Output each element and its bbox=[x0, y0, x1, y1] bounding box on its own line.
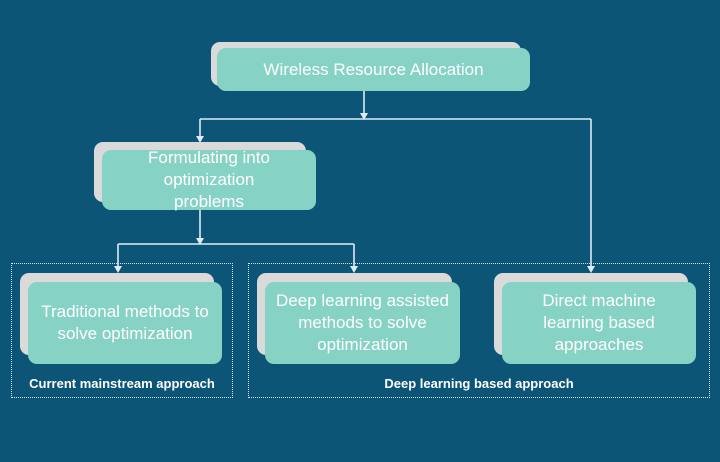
group-deep-learning bbox=[248, 263, 710, 398]
arrowhead-formulation bbox=[196, 136, 204, 143]
node-label: Formulating into optimization problems bbox=[102, 148, 316, 211]
arrowhead-formulation-stem bbox=[196, 238, 204, 245]
node-label: Wireless Resource Allocation bbox=[217, 48, 530, 91]
group-current-mainstream bbox=[11, 263, 233, 398]
node-label: Direct machine learning based approaches bbox=[502, 282, 696, 364]
group-label-current-mainstream: Current mainstream approach bbox=[29, 376, 215, 391]
arrowhead-direct-ml bbox=[587, 266, 595, 273]
arrowhead-root-stem bbox=[360, 113, 368, 120]
arrowhead-traditional bbox=[114, 266, 122, 273]
node-label: Traditional methods to solve optimizatio… bbox=[28, 282, 222, 364]
arrowhead-dl-assisted bbox=[350, 266, 358, 273]
node-label: Deep learning assisted methods to solve … bbox=[265, 282, 460, 364]
group-label-deep-learning: Deep learning based approach bbox=[384, 376, 574, 391]
